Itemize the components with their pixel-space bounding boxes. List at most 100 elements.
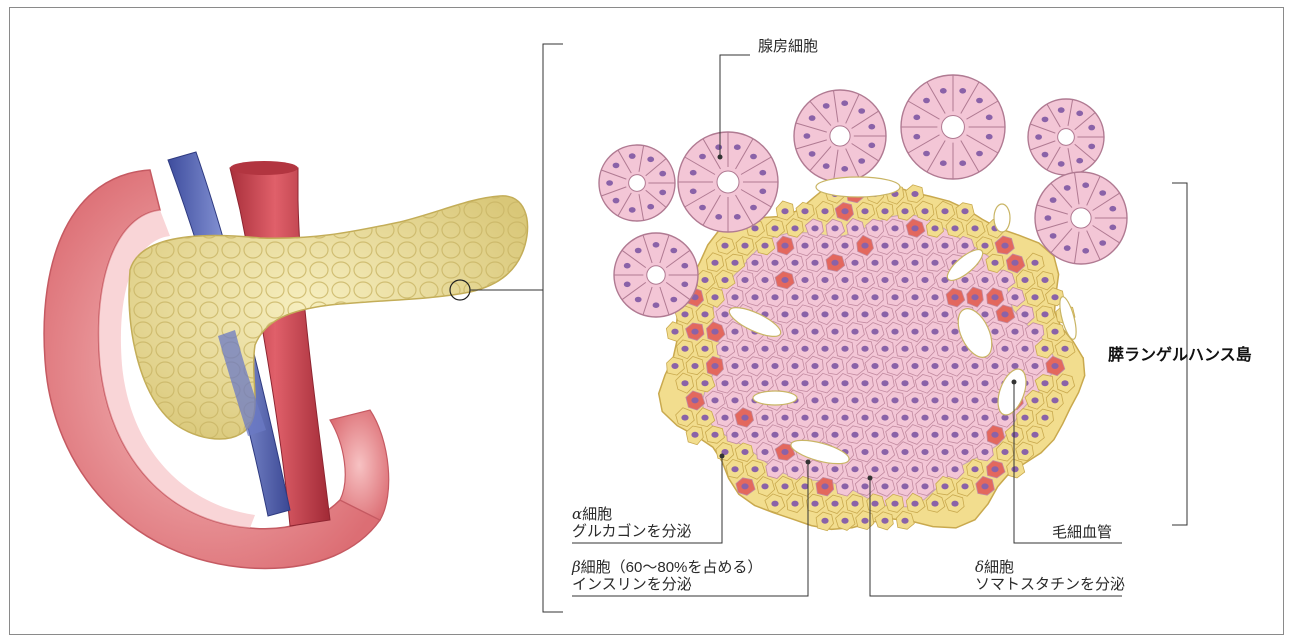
cell-nucleus	[921, 415, 928, 421]
cell-nucleus	[851, 466, 858, 472]
cell-nucleus	[781, 243, 788, 249]
cell-nucleus	[911, 432, 918, 438]
cell-nucleus	[711, 397, 718, 403]
label-beta-cell: β細胞（60〜80%を占める）	[572, 558, 762, 577]
cell-nucleus	[881, 311, 888, 317]
cell-nucleus	[1021, 311, 1028, 317]
cell-nucleus	[991, 294, 998, 300]
cell-nucleus	[891, 294, 898, 300]
cell-nucleus	[881, 483, 888, 489]
cell-nucleus	[911, 225, 918, 231]
cell-nucleus	[841, 346, 848, 352]
cell-nucleus	[851, 363, 858, 369]
cell-nucleus	[1031, 432, 1038, 438]
cell-nucleus	[741, 243, 748, 249]
cell-nucleus	[1001, 415, 1008, 421]
cell-nucleus	[791, 225, 798, 231]
cell-nucleus	[751, 432, 758, 438]
cell-nucleus	[811, 432, 818, 438]
cell-nucleus	[861, 518, 868, 524]
cell-nucleus	[751, 466, 758, 472]
cell-nucleus	[871, 225, 878, 231]
cell-nucleus	[931, 294, 938, 300]
acinus	[1028, 99, 1104, 175]
cell-nucleus	[841, 518, 848, 524]
cell-nucleus	[731, 329, 738, 335]
cell-nucleus	[931, 466, 938, 472]
cell-nucleus	[971, 294, 978, 300]
cell-nucleus	[731, 260, 738, 266]
cell-nucleus	[851, 501, 858, 507]
cell-nucleus	[701, 346, 708, 352]
cell-nucleus	[841, 208, 848, 214]
cell-nucleus	[851, 329, 858, 335]
cell-nucleus	[881, 208, 888, 214]
cell-nucleus	[971, 225, 978, 231]
cell-nucleus	[751, 260, 758, 266]
label-acinar-cell: 腺房細胞	[758, 38, 818, 56]
cell-nucleus	[941, 415, 948, 421]
cell-nucleus	[921, 346, 928, 352]
cell-nucleus	[761, 449, 768, 455]
cell-nucleus	[711, 432, 718, 438]
cell-nucleus	[911, 260, 918, 266]
cell-nucleus	[991, 260, 998, 266]
acinus	[614, 233, 698, 317]
cell-nucleus	[741, 277, 748, 283]
cell-nucleus	[1031, 260, 1038, 266]
cell-nucleus	[961, 243, 968, 249]
cell-nucleus	[681, 311, 688, 317]
cell-nucleus	[771, 432, 778, 438]
cell-nucleus	[981, 449, 988, 455]
label-islet: 膵ランゲルハンス島	[1108, 347, 1252, 365]
cell-nucleus	[981, 483, 988, 489]
cell-nucleus	[911, 466, 918, 472]
cell-nucleus	[791, 294, 798, 300]
cell-nucleus	[721, 277, 728, 283]
cell-nucleus	[891, 432, 898, 438]
cell-nucleus	[691, 397, 698, 403]
cell-nucleus	[891, 397, 898, 403]
cell-nucleus	[931, 501, 938, 507]
cell-nucleus	[981, 380, 988, 386]
cell-nucleus	[1041, 415, 1048, 421]
label-capillary: 毛細血管	[1052, 524, 1112, 542]
cell-nucleus	[791, 466, 798, 472]
cell-nucleus	[691, 363, 698, 369]
cell-nucleus	[801, 311, 808, 317]
acinus	[1035, 172, 1127, 264]
cell-nucleus	[811, 397, 818, 403]
cell-nucleus	[861, 311, 868, 317]
cell-nucleus	[891, 466, 898, 472]
cell-nucleus	[851, 260, 858, 266]
cell-nucleus	[931, 397, 938, 403]
cell-nucleus	[721, 415, 728, 421]
acinus	[678, 132, 778, 232]
cell-nucleus	[1061, 346, 1068, 352]
cell-nucleus	[701, 380, 708, 386]
cell-nucleus	[881, 415, 888, 421]
pancreas	[129, 196, 528, 439]
cell-nucleus	[831, 397, 838, 403]
cell-nucleus	[771, 501, 778, 507]
cell-nucleus	[991, 432, 998, 438]
cell-nucleus	[1011, 260, 1018, 266]
cell-nucleus	[901, 243, 908, 249]
cell-nucleus	[771, 225, 778, 231]
cell-nucleus	[771, 363, 778, 369]
cell-nucleus	[761, 380, 768, 386]
cell-nucleus	[811, 225, 818, 231]
cell-nucleus	[821, 208, 828, 214]
cell-nucleus	[701, 277, 708, 283]
cell-nucleus	[721, 243, 728, 249]
cell-nucleus	[901, 277, 908, 283]
cell-nucleus	[791, 501, 798, 507]
cell-nucleus	[841, 311, 848, 317]
cell-nucleus	[861, 208, 868, 214]
cell-nucleus	[861, 415, 868, 421]
cell-nucleus	[731, 294, 738, 300]
cell-nucleus	[671, 329, 678, 335]
acinus	[794, 90, 886, 182]
cell-nucleus	[901, 346, 908, 352]
